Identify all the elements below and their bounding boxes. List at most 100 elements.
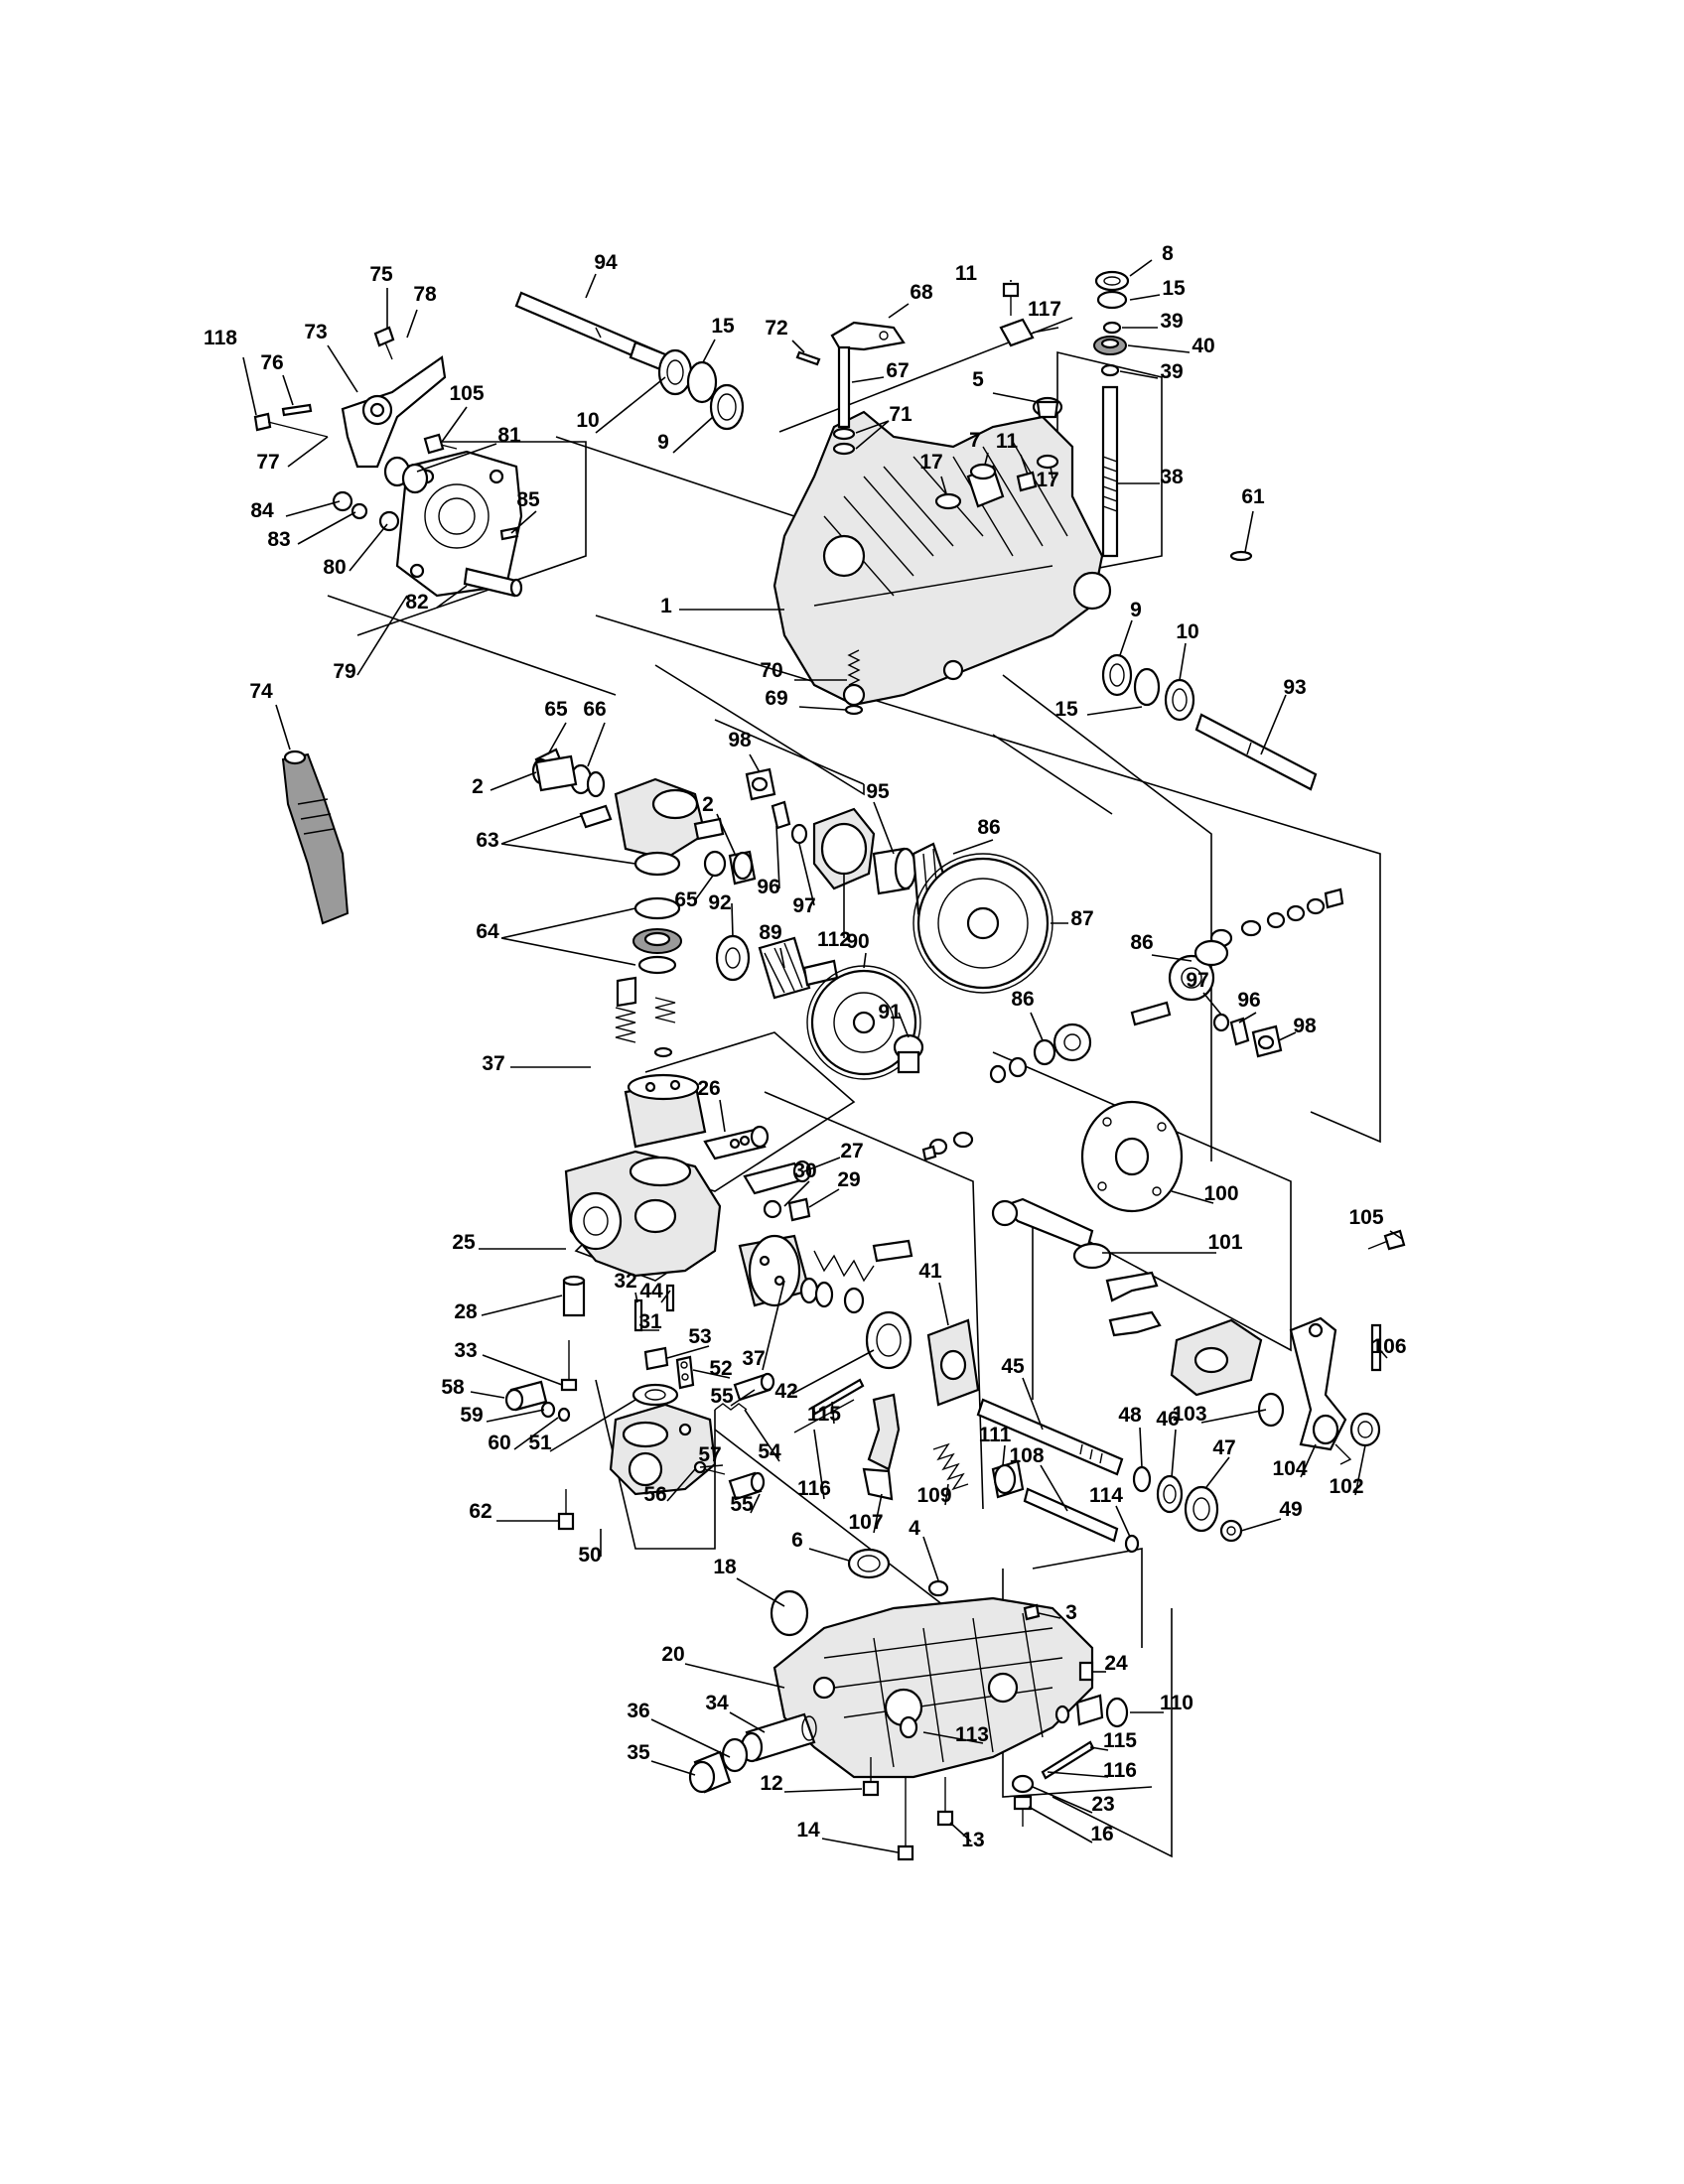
valve-parts-26: [703, 1125, 770, 1160]
bolt-11-top: [1002, 282, 1020, 316]
blocks-53-52: [643, 1346, 695, 1390]
lever-68: [830, 321, 906, 351]
callout-115: 115: [1103, 1729, 1137, 1752]
callout-101: 101: [1207, 1231, 1242, 1254]
callout-83: 83: [267, 528, 290, 551]
bolt-33: [560, 1340, 578, 1392]
seal-103: [1257, 1392, 1285, 1428]
bolt-12: [862, 1757, 880, 1797]
valve-57-55-lower: [693, 1460, 766, 1501]
bearing-9-right: [1101, 653, 1133, 697]
seal-113: [899, 1715, 918, 1739]
callout-39: 39: [1160, 310, 1183, 333]
callout-106: 106: [1371, 1335, 1406, 1358]
callout-31: 31: [638, 1310, 662, 1333]
callout-57: 57: [698, 1443, 721, 1466]
callout-96: 96: [1237, 989, 1260, 1012]
bolt-62: [557, 1489, 575, 1531]
callout-91: 91: [878, 1001, 902, 1024]
callout-70: 70: [760, 659, 782, 682]
sleeve-95: [872, 847, 917, 895]
washers-64: [632, 896, 682, 975]
callout-114: 114: [1089, 1484, 1123, 1507]
callout-86: 86: [1130, 931, 1153, 954]
brake-caliper-103: [1170, 1318, 1263, 1397]
callout-15: 15: [1162, 277, 1186, 300]
washers-80-83-84: [332, 490, 400, 532]
o-rings-17: [934, 454, 1059, 510]
callout-10: 10: [576, 409, 599, 432]
callout-53: 53: [688, 1325, 711, 1348]
cover-79: [395, 450, 523, 598]
pin-76: [281, 403, 313, 417]
ring-39-lower: [1100, 363, 1120, 377]
callout-103: 103: [1172, 1403, 1206, 1426]
valve-55-upper: [733, 1372, 775, 1402]
bolt-118: [253, 412, 329, 438]
callout-45: 45: [1001, 1355, 1025, 1378]
nut-49: [1219, 1519, 1243, 1543]
callout-71: 71: [889, 403, 912, 426]
callout-115: 115: [807, 1403, 841, 1426]
seal-15-right: [1133, 667, 1161, 707]
shaft-108: [1023, 1487, 1119, 1543]
fitting-58: [504, 1380, 548, 1412]
callout-65: 65: [674, 888, 698, 911]
callout-14: 14: [796, 1819, 820, 1842]
callout-85: 85: [516, 488, 540, 511]
washers-37-lower: [799, 1277, 865, 1314]
callout-96: 96: [757, 876, 779, 898]
brake-disc-100: [1080, 1100, 1184, 1213]
callout-97: 97: [792, 894, 815, 917]
callout-58: 58: [441, 1376, 465, 1399]
shaft-38: [1101, 385, 1119, 558]
bolt-105-upper: [423, 433, 458, 455]
seal-15-upper: [686, 360, 718, 404]
o-ring-36: [721, 1737, 749, 1773]
callout-116: 116: [1103, 1759, 1137, 1782]
valve-27: [743, 1160, 812, 1195]
callout-79: 79: [333, 660, 355, 683]
callout-20: 20: [661, 1643, 684, 1666]
callout-11: 11: [996, 430, 1019, 453]
bolt-75: [373, 326, 395, 360]
callout-87: 87: [1070, 907, 1093, 930]
gear-87: [912, 853, 1053, 994]
callout-55: 55: [710, 1385, 734, 1408]
filter-34: [740, 1712, 817, 1763]
callout-73: 73: [304, 321, 327, 343]
bevel-gear-86-lower: [1033, 1023, 1092, 1066]
callout-117: 117: [1028, 298, 1061, 321]
callout-52: 52: [709, 1357, 732, 1380]
clamp-110: [1054, 1694, 1129, 1728]
callout-7: 7: [969, 429, 981, 452]
brake-shaft-101: [991, 1197, 1112, 1270]
callout-49: 49: [1279, 1498, 1302, 1521]
seal-18: [770, 1589, 809, 1637]
callout-32: 32: [614, 1270, 636, 1293]
callout-67: 67: [886, 359, 909, 382]
callout-2: 2: [702, 793, 714, 816]
callout-50: 50: [578, 1544, 601, 1567]
shaft-82: [463, 567, 523, 598]
bearing-40: [1093, 336, 1127, 355]
callout-38: 38: [1160, 466, 1184, 488]
callout-109: 109: [916, 1484, 951, 1507]
callout-77: 77: [256, 451, 279, 474]
bracket-98-lower: [1251, 1024, 1283, 1058]
callout-72: 72: [765, 317, 787, 340]
bolt-13: [936, 1777, 954, 1827]
bearing-10-upper: [657, 348, 693, 396]
bolt-16: [1013, 1795, 1033, 1827]
cap-35: [688, 1750, 732, 1794]
bracket-98-upper: [745, 767, 776, 801]
callout-40: 40: [1192, 335, 1214, 357]
spring-54: [714, 1403, 748, 1411]
callout-46: 46: [1156, 1408, 1179, 1431]
callout-16: 16: [1090, 1823, 1113, 1845]
brake-pads: [1105, 1271, 1162, 1337]
callout-118: 118: [204, 327, 237, 349]
callout-9: 9: [1130, 599, 1142, 621]
callout-93: 93: [1283, 676, 1306, 699]
